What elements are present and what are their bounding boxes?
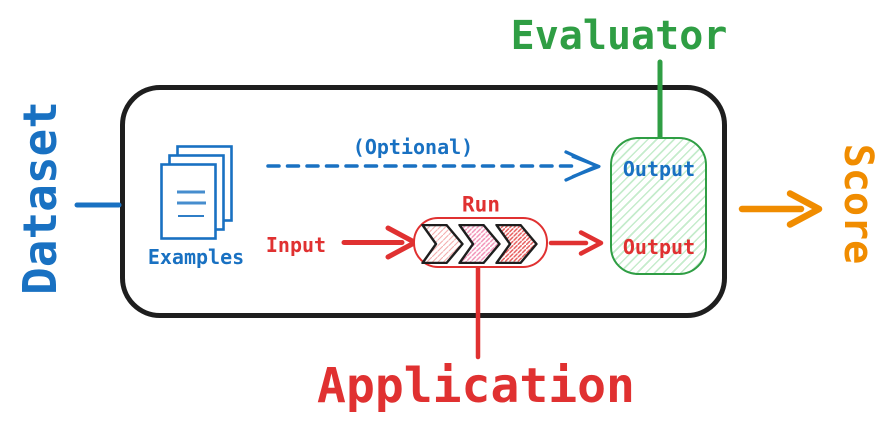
run-output-arrow-icon xyxy=(548,230,604,256)
optional-label: (Optional) xyxy=(352,135,474,159)
input-label: Input xyxy=(265,233,327,257)
examples-documents-icon xyxy=(160,145,233,240)
chevron-step-3-icon xyxy=(495,224,538,264)
chevron-step-2-icon xyxy=(458,224,501,264)
examples-label: Examples xyxy=(147,245,245,269)
score-label: Score xyxy=(835,143,881,265)
evaluator-output-box xyxy=(610,137,707,275)
app-output-label: Output xyxy=(622,235,696,259)
chevron-step-1-icon xyxy=(421,224,464,264)
input-arrow-icon xyxy=(341,225,418,260)
document-text-lines xyxy=(177,190,206,217)
application-label: Application xyxy=(317,358,635,414)
run-chevrons-icon xyxy=(421,224,538,264)
score-arrow-icon xyxy=(738,190,823,228)
dataset-label: Dataset xyxy=(13,101,67,295)
reference-output-label: Output xyxy=(622,157,696,181)
optional-dashed-arrow-icon xyxy=(266,150,601,182)
evaluator-label: Evaluator xyxy=(510,13,728,59)
run-label: Run xyxy=(462,192,500,217)
